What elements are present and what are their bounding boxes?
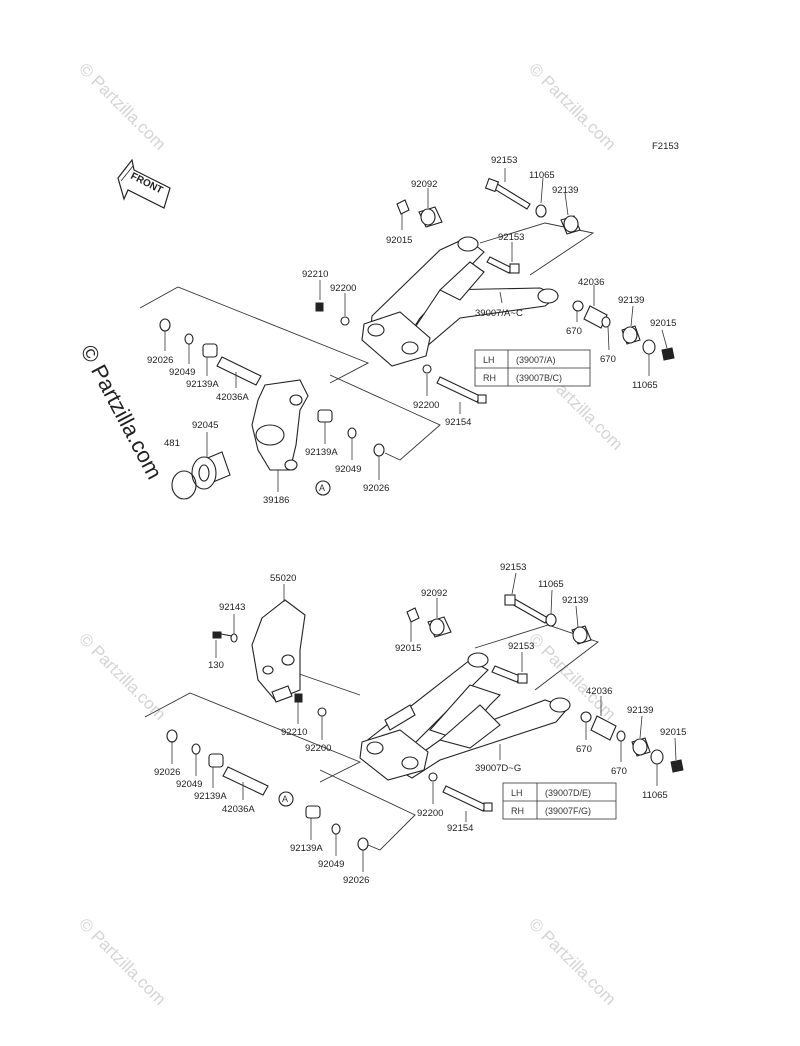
part-number: 92154 <box>445 417 471 428</box>
upper-part-labels: 92153 11065 92139 92092 92015 92153 4203… <box>147 155 676 506</box>
part-number: 92200 <box>330 283 356 294</box>
watermark-text: © Partzilla.com <box>75 914 169 1008</box>
part-number: 92049 <box>176 779 202 790</box>
part-number: 92153 <box>500 562 526 573</box>
part-number: 92139A <box>290 843 323 854</box>
part-number: 92153 <box>508 641 534 652</box>
watermark-text: © Partzilla.com <box>525 914 619 1008</box>
part-number: 92026 <box>343 875 369 886</box>
table-part: (39007B/C) <box>516 373 562 383</box>
table-side: RH <box>511 806 524 816</box>
part-number: 92139 <box>552 185 578 196</box>
part-number: 92015 <box>386 235 412 246</box>
part-number: 92200 <box>305 743 331 754</box>
front-arrow-icon: FRONT <box>117 158 171 209</box>
part-number: 39186 <box>263 495 289 506</box>
part-number: 92049 <box>169 367 195 378</box>
part-number: 92045 <box>192 420 218 431</box>
part-number: 92210 <box>302 269 328 280</box>
part-number: 92139A <box>305 447 338 458</box>
part-number: 92026 <box>154 767 180 778</box>
part-number: 92015 <box>395 643 421 654</box>
part-number: 481 <box>164 438 180 449</box>
callout-marker: A <box>319 483 325 493</box>
lower-arm-assembly: A <box>144 572 684 872</box>
table-part: (39007/A) <box>516 355 556 365</box>
part-number: 92049 <box>335 464 361 475</box>
part-number: 670 <box>566 326 582 337</box>
part-number: 670 <box>600 354 616 365</box>
callout-marker: A <box>282 794 288 804</box>
part-number: 92210 <box>281 727 307 738</box>
watermark-text: © Partzilla.com <box>525 59 619 153</box>
part-number: 670 <box>611 766 627 777</box>
part-number: 92153 <box>491 155 517 166</box>
table-side: LH <box>483 355 495 365</box>
watermark-text: © Partzilla.com <box>75 629 169 723</box>
table-side: RH <box>483 373 496 383</box>
part-number: 92049 <box>318 859 344 870</box>
part-number: 92139A <box>194 791 227 802</box>
part-number: 92092 <box>411 179 437 190</box>
part-number: 55020 <box>270 573 296 584</box>
part-number: 42036 <box>586 686 612 697</box>
part-number: 92200 <box>413 400 439 411</box>
part-number: 11065 <box>529 170 555 181</box>
part-number: 42036A <box>216 392 249 403</box>
table-side: LH <box>511 788 523 798</box>
table-part: (39007D/E) <box>545 788 591 798</box>
part-number: 92143 <box>219 602 245 613</box>
lower-part-labels: 55020 92143 130 92092 92015 92153 11065 … <box>154 562 686 886</box>
part-number: 92153 <box>498 232 524 243</box>
part-number: 92200 <box>417 808 443 819</box>
part-number: 42036 <box>578 277 604 288</box>
part-number: 92139 <box>627 705 653 716</box>
part-number: 92139 <box>562 595 588 606</box>
upper-side-table: LH (39007/A) RH (39007B/C) <box>474 349 591 387</box>
table-part: (39007F/G) <box>545 806 591 816</box>
part-number: 92139A <box>186 379 219 390</box>
part-number: 42036A <box>222 804 255 815</box>
part-number: 92026 <box>363 483 389 494</box>
part-number: 11065 <box>642 790 668 801</box>
part-number: 11065 <box>538 579 564 590</box>
watermark-text: © Partzilla.com <box>75 59 169 153</box>
part-number: 92139 <box>618 295 644 306</box>
part-number: 92015 <box>660 727 686 738</box>
part-number: 92154 <box>447 823 473 834</box>
part-number: 670 <box>576 744 592 755</box>
part-number: 92015 <box>650 318 676 329</box>
part-number: 92092 <box>421 588 447 599</box>
upper-arm-assembly: A <box>139 168 675 500</box>
part-number: 130 <box>208 660 224 671</box>
part-number: 39007D~G <box>475 763 521 774</box>
part-number: 11065 <box>632 380 658 391</box>
figure-code: F2153 <box>652 141 679 152</box>
part-number: 92026 <box>147 355 173 366</box>
lower-side-table: LH (39007D/E) RH (39007F/G) <box>502 782 617 820</box>
part-number: 39007/A~C <box>475 308 523 319</box>
